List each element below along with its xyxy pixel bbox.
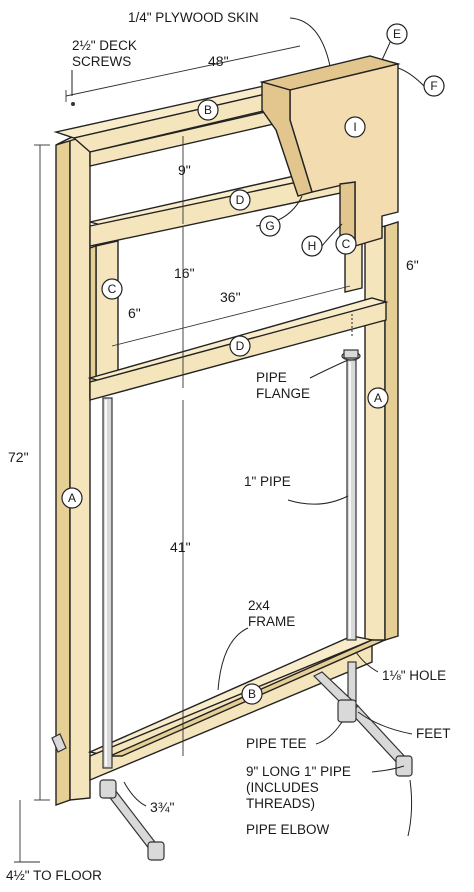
callout-f: F bbox=[423, 75, 445, 97]
callout-d-lower: D bbox=[229, 335, 251, 357]
offset-3-3-4-dimension: 3¾" bbox=[150, 799, 174, 815]
long-pipe-label-line2: (INCLUDES bbox=[246, 780, 319, 795]
right-foot-assembly bbox=[312, 671, 413, 777]
callout-g: G bbox=[259, 215, 281, 237]
deck-screws-label-line1: 2½" DECK bbox=[72, 38, 137, 53]
left-pipe bbox=[102, 397, 113, 769]
feet-label: FEET bbox=[416, 726, 451, 741]
frame-label-line2: FRAME bbox=[248, 614, 295, 629]
one-inch-pipe-label: 1" PIPE bbox=[244, 474, 291, 489]
deck-screws-label-line2: SCREWS bbox=[72, 54, 131, 69]
gap-16-dimension: 16" bbox=[174, 265, 195, 281]
callout-b-top: B bbox=[197, 99, 219, 121]
svg-text:E: E bbox=[393, 27, 401, 41]
callout-b-bottom: B bbox=[241, 683, 263, 705]
height-72-dimension: 72" bbox=[8, 449, 29, 465]
gap-9-dimension: 9" bbox=[178, 162, 191, 178]
svg-text:I: I bbox=[353, 120, 356, 134]
gap-41-dimension: 41" bbox=[170, 539, 191, 555]
left-stile-a bbox=[55, 131, 91, 806]
callout-c-right: C bbox=[335, 233, 357, 255]
hole-label: 1⅛" HOLE bbox=[382, 668, 446, 683]
svg-text:D: D bbox=[236, 339, 245, 353]
svg-text:A: A bbox=[374, 391, 382, 405]
svg-text:B: B bbox=[248, 687, 256, 701]
span-36-dimension: 36" bbox=[220, 289, 241, 305]
svg-text:C: C bbox=[108, 282, 117, 296]
svg-text:C: C bbox=[342, 237, 351, 251]
svg-text:B: B bbox=[204, 103, 212, 117]
dimension-lines bbox=[14, 45, 351, 863]
callout-e: E bbox=[386, 23, 408, 45]
callout-a-right: A bbox=[367, 387, 389, 409]
inset-6-left-dimension: 6" bbox=[128, 305, 141, 321]
plywood-skin-label: 1/4" PLYWOOD SKIN bbox=[128, 10, 259, 25]
svg-text:D: D bbox=[236, 193, 245, 207]
long-pipe-label-line3: THREADS) bbox=[246, 796, 315, 811]
callout-h: H bbox=[301, 235, 323, 257]
pipe-tee-label: PIPE TEE bbox=[246, 736, 307, 751]
callout-c-left: C bbox=[101, 278, 123, 300]
pipe-flange-label-line2: FLANGE bbox=[256, 386, 310, 401]
svg-text:H: H bbox=[308, 239, 317, 253]
width-48-dimension: 48" bbox=[208, 53, 229, 69]
right-stile-a bbox=[364, 221, 399, 646]
svg-text:G: G bbox=[265, 219, 274, 233]
pipe-flange-label-line1: PIPE bbox=[256, 370, 287, 385]
callout-i: I bbox=[344, 116, 366, 138]
svg-text:F: F bbox=[430, 79, 437, 93]
frame-label-line1: 2x4 bbox=[248, 598, 270, 613]
pipe-elbow-label: PIPE ELBOW bbox=[246, 822, 330, 837]
long-pipe-label-line1: 9" LONG 1" PIPE bbox=[246, 764, 351, 779]
to-floor-label: 4½" TO FLOOR bbox=[6, 868, 102, 883]
svg-text:A: A bbox=[68, 491, 76, 505]
inset-6-right-dimension: 6" bbox=[406, 257, 419, 273]
left-foot-assembly bbox=[51, 733, 165, 861]
callout-d-upper: D bbox=[229, 189, 251, 211]
callout-a-left: A bbox=[61, 487, 83, 509]
plywood-skin-i bbox=[259, 55, 401, 251]
